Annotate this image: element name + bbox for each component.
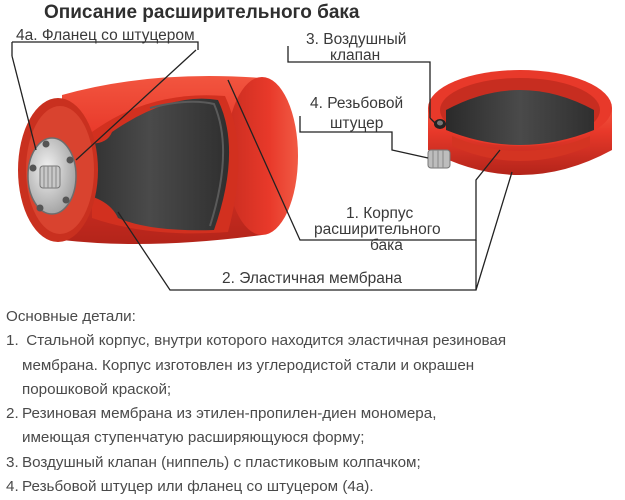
detail-item: 3. Воздушный клапан (ниппель) с пластико… (6, 451, 621, 475)
large-tank (18, 76, 298, 244)
air-valve-icon (434, 119, 446, 129)
callout-body-line3: бака (370, 237, 403, 254)
callout-thread-line2: штуцер (330, 115, 383, 132)
callout-membrane: 2. Эластичная мембрана (222, 270, 402, 287)
details-heading: Основные детали: (6, 308, 136, 325)
main-details: Основные детали: 1. Стальной корпус, вну… (6, 305, 621, 499)
callout-thread-line1: 4. Резьбовой (310, 95, 403, 112)
page-title: Описание расширительного бака (44, 2, 360, 23)
expansion-tank-diagram: 4а. Фланец со штуцером 3. Воздушный клап… (11, 27, 612, 291)
detail-text: Резиновая мембрана из этилен-пропилен-ди… (22, 405, 437, 423)
detail-number: 2. (6, 405, 19, 423)
threaded-fitting-icon (427, 149, 451, 169)
flange-fitting (39, 165, 61, 189)
callout-flange-4a: 4а. Фланец со штуцером (16, 27, 195, 44)
flange-bolt (29, 164, 37, 172)
callout-air-valve-line1: 3. Воздушный (306, 31, 406, 48)
detail-text: Резьбовой штуцер или фланец со штуцером … (22, 478, 374, 496)
detail-text: Стальной корпус, внутри которого находит… (22, 332, 507, 350)
detail-number: 3. (6, 453, 19, 471)
detail-item: 2. Резиновая мембрана из этилен-пропилен… (6, 402, 621, 426)
detail-text: мембрана. Корпус изготовлен из углеродис… (22, 356, 475, 374)
detail-text: имеющая ступенчатую расширяющуюся форму; (22, 429, 365, 447)
detail-item: 4. Резьбовой штуцер или фланец со штуцер… (6, 475, 621, 499)
detail-item: 1. Стальной корпус, внутри которого нахо… (6, 329, 621, 353)
small-tank-membrane (446, 90, 594, 145)
flange-bolt (62, 196, 70, 204)
callout-body-line2: расширительного (314, 221, 441, 238)
callout-frames (11, 41, 513, 291)
detail-text: порошковой краской; (22, 380, 172, 398)
detail-number: 1. (6, 332, 19, 350)
callout-body-line1: 1. Корпус (346, 205, 413, 222)
detail-number: 4. (6, 478, 19, 496)
flange-bolt (66, 156, 74, 164)
flange-bolt (42, 140, 50, 148)
callout-air-valve-line2: клапан (330, 47, 380, 64)
flange-bolt (36, 204, 44, 212)
detail-text: Воздушный клапан (ниппель) с пластиковым… (22, 453, 421, 471)
membrane-shape (70, 98, 230, 231)
small-tank (427, 70, 612, 175)
